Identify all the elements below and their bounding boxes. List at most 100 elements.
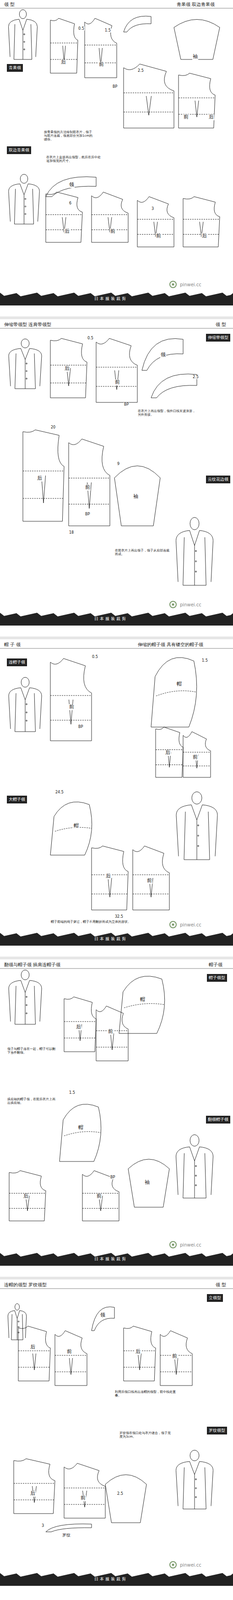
footer-band — [0, 613, 233, 627]
part-label: 前 — [84, 485, 91, 492]
part-label: 前 — [155, 233, 162, 240]
part-label: BP — [77, 725, 84, 730]
pattern-piece — [50, 18, 78, 74]
pattern-piece — [68, 439, 110, 527]
watermark: pinwei.cc — [179, 602, 202, 609]
watermark: pinwei.cc — [179, 1243, 202, 1250]
pattern-piece — [7, 1305, 27, 1342]
pattern-piece — [8, 339, 42, 390]
part-label: 2.5 — [192, 375, 200, 380]
pattern-lines — [7, 9, 220, 1534]
pattern-piece — [50, 659, 92, 742]
note-text: 在衣片上直接画出领型，然后在后中处追加领宽的尺寸。 — [45, 155, 102, 163]
section-tag: 伸缩带领型 — [205, 334, 231, 342]
part-label: 2.5 — [137, 68, 145, 73]
tag-text: 云纹花边领 — [207, 477, 229, 483]
part-label: 帽 — [77, 1126, 84, 1133]
part-label: 2.5 — [116, 1493, 124, 1498]
pattern-piece — [8, 677, 42, 733]
section-tag: 双边青果领 — [6, 146, 32, 155]
part-label: 前 — [107, 1029, 114, 1036]
footer-band — [0, 292, 233, 306]
part-label: 罗纹 — [61, 1534, 71, 1539]
part-label: 领 型 — [3, 1, 16, 8]
part-label: 20 — [50, 425, 56, 430]
part-label: BP — [109, 1176, 116, 1181]
pattern-piece — [82, 1171, 120, 1223]
part-label: BP — [84, 512, 91, 517]
pattern-piece — [96, 338, 138, 403]
pattern-piece — [8, 9, 38, 60]
part-label: 32.5 — [114, 915, 124, 920]
part-label: 后 — [36, 476, 43, 483]
part-label: 伸缩的帽子领 具有镂空的帽子领 — [137, 642, 204, 649]
footer-text: 日本服装裁剪 — [93, 1578, 128, 1583]
footer-band — [0, 1574, 233, 1588]
part-label: 6 — [68, 201, 72, 206]
part-label: 前 — [146, 878, 153, 885]
note-text: 领子与帽子连在一起，帽子可以翻下当作翻领。 — [6, 1048, 59, 1056]
part-label: 3 — [41, 1525, 45, 1530]
part-label: 袖 — [132, 494, 139, 501]
part-label: 帽 — [176, 682, 183, 689]
tag-text: 双边青果领 — [8, 147, 30, 153]
section-tag: 青果领 — [6, 64, 23, 72]
part-label: 1.5 — [201, 659, 209, 664]
part-label: 后 — [164, 750, 171, 757]
part-label: BP — [112, 84, 118, 89]
pattern-piece — [176, 518, 214, 587]
pattern-piece — [9, 1171, 46, 1223]
part-label: 9 — [116, 462, 120, 467]
pattern-piece — [50, 802, 93, 857]
note-text: 在前衣片上画出领子，领子从肩部连裁而成。 — [114, 549, 171, 557]
part-label: 翻领与帽子领 插肩连帽子领 — [3, 963, 61, 969]
pattern-piece — [123, 16, 152, 33]
section-tag: 连帽子领 — [6, 659, 28, 667]
note-text: 在衣片上画出领型，领外口线呈波浪形，另外剪接。 — [137, 409, 198, 418]
part-label: 帽 子 领 — [3, 642, 22, 649]
part-label: 帽 — [73, 823, 80, 830]
part-label: 24.5 — [54, 791, 65, 796]
pattern-piece — [155, 727, 184, 779]
pattern-piece — [123, 64, 174, 129]
part-label: 前 — [183, 114, 190, 121]
part-label: 后 — [29, 1492, 36, 1499]
pattern-piece — [141, 338, 184, 371]
part-label: 前 — [171, 1354, 178, 1361]
part-label: 0.5 — [86, 336, 94, 341]
part-label: 后 — [208, 114, 215, 121]
part-label: 袖 — [192, 54, 199, 60]
tag-text: 翻领帽子领 — [207, 1118, 229, 1123]
pattern-piece — [183, 732, 211, 779]
section-tag: 翻领帽子领 — [205, 1116, 231, 1125]
tag-text: 青果领 — [8, 65, 22, 71]
part-label: 1.5 — [68, 1091, 76, 1096]
part-label: BP — [123, 402, 130, 407]
part-label: 后 — [135, 1350, 141, 1357]
tag-text: 大帽子领 — [8, 797, 26, 803]
pattern-piece — [151, 658, 197, 728]
part-label: 前 — [192, 755, 199, 762]
pattern-piece — [114, 466, 161, 527]
footer-band — [0, 933, 233, 947]
pattern-piece — [123, 1327, 156, 1383]
tag-text: 连帽子领 — [8, 660, 26, 666]
part-label: 前 — [66, 1350, 73, 1357]
watermark: pinwei.cc — [179, 923, 202, 929]
part-label: 前 — [96, 1194, 103, 1201]
part-label: 前 — [98, 61, 105, 68]
pattern-piece — [50, 338, 87, 399]
pattern-piece — [54, 1332, 87, 1388]
pattern-piece — [84, 18, 117, 78]
pattern-piece — [173, 19, 220, 60]
pattern-piece — [45, 177, 97, 197]
pattern-piece — [151, 374, 197, 399]
pattern-piece — [91, 846, 129, 911]
part-label: 前 — [80, 1496, 87, 1503]
pattern-piece — [137, 196, 174, 248]
part-label: 0.5 — [77, 26, 85, 31]
tag-text: 伸缩带领型 — [207, 335, 229, 341]
part-label: 1.5 — [104, 28, 112, 33]
